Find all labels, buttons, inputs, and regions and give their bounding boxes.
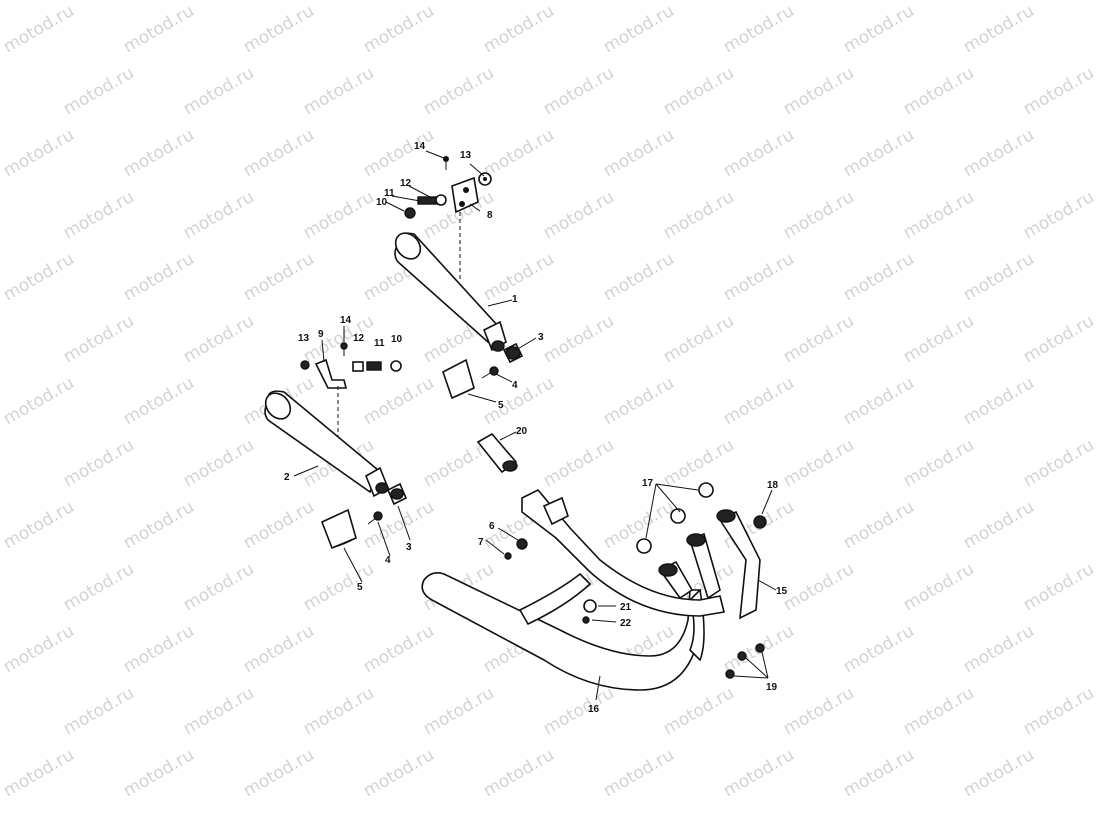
leader-lines xyxy=(293,150,777,701)
lower-mount-hardware xyxy=(300,342,402,372)
callout-13-upper: 13 xyxy=(460,150,472,161)
callout-14-upper: 14 xyxy=(414,141,426,152)
upper-clamp xyxy=(502,342,524,364)
lower-muffler-bracket xyxy=(314,358,348,389)
upper-clamp-bolt xyxy=(481,366,499,379)
callout-7: 7 xyxy=(478,537,484,548)
upper-rubber-grommet xyxy=(478,172,492,186)
drain-plug xyxy=(582,599,597,624)
callout-13-lower: 13 xyxy=(298,333,310,344)
callout-12-lower: 12 xyxy=(353,333,365,344)
upper-heat-shield xyxy=(442,358,475,400)
upper-muffler-bracket xyxy=(451,176,479,214)
callout-2: 2 xyxy=(284,472,290,483)
callout-11-lower: 11 xyxy=(374,338,385,349)
connector-pipe xyxy=(476,432,518,474)
callout-17: 17 xyxy=(642,478,654,489)
callout-4-lower: 4 xyxy=(385,555,391,566)
callout-10-upper: 10 xyxy=(376,197,388,208)
callout-18: 18 xyxy=(767,480,779,491)
callout-15: 15 xyxy=(776,586,788,597)
callout-16: 16 xyxy=(588,704,600,715)
callout-3-lower: 3 xyxy=(406,542,412,553)
callout-4-upper: 4 xyxy=(512,380,518,391)
callout-3-upper: 3 xyxy=(538,332,544,343)
callout-14-lower: 14 xyxy=(340,315,352,326)
callout-8: 8 xyxy=(487,210,493,221)
callout-22: 22 xyxy=(620,618,632,629)
callout-11-upper: 11 xyxy=(384,188,395,199)
callout-10-lower: 10 xyxy=(391,334,403,345)
crossover-tube xyxy=(518,572,592,626)
flange-nut xyxy=(753,515,767,529)
gaskets xyxy=(636,482,714,554)
callout-19: 19 xyxy=(766,682,778,693)
callout-20: 20 xyxy=(516,426,528,437)
upper-small-screw xyxy=(443,156,449,170)
studs xyxy=(725,643,765,679)
hanger-bolt xyxy=(504,538,528,560)
lower-heat-shield xyxy=(320,508,357,550)
header-pipe-15 xyxy=(521,489,761,620)
lower-clamp-bolt xyxy=(367,511,383,525)
callout-5-lower: 5 xyxy=(357,582,363,593)
callout-12-upper: 12 xyxy=(400,178,412,189)
upper-mount-bolt xyxy=(404,194,447,219)
callout-9: 9 xyxy=(318,329,324,340)
lower-clamp xyxy=(386,482,408,506)
callout-6: 6 xyxy=(489,521,495,532)
upper-muffler xyxy=(394,232,507,352)
lower-muffler xyxy=(264,390,390,498)
callout-labels: 1 2 3 3 4 4 5 5 6 7 8 9 10 10 11 11 12 1… xyxy=(284,141,788,715)
callout-5-upper: 5 xyxy=(498,400,504,411)
callout-1: 1 xyxy=(512,294,518,305)
callout-21: 21 xyxy=(620,602,632,613)
